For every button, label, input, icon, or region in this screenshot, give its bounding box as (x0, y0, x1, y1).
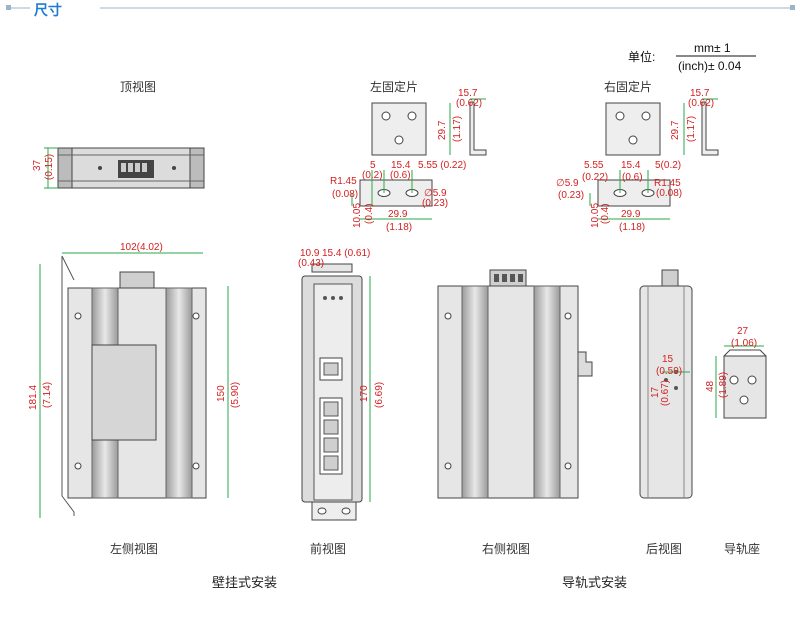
dim-text: ∅5.9 (556, 178, 579, 189)
dim-text: (0.43) (298, 258, 324, 269)
dim-text: 27 (737, 326, 749, 337)
dim-text: (5.90) (230, 382, 241, 408)
dim-text: (0.15) (44, 154, 55, 180)
view-label-right-bracket: 右固定片 (604, 80, 653, 94)
dim-text: 181.4 (28, 385, 39, 410)
mounting-rail-title: 导轨式安装 (562, 576, 628, 591)
dim-text: 37 (32, 159, 43, 171)
dim-text: (1.17) (452, 116, 463, 142)
dim-text: (1.89) (718, 372, 729, 398)
dim-text: (1.06) (731, 338, 757, 349)
dim-text: (1.18) (619, 222, 645, 233)
dim-text: 29.9 (621, 209, 641, 220)
section-header: 尺寸 (34, 3, 62, 19)
dim-text: 15.7 (690, 88, 710, 99)
left-bracket-drawing (351, 98, 487, 220)
dim-text: 15.7 (458, 88, 478, 99)
dim-text: R1.45 (654, 178, 681, 189)
top-view-drawing (44, 147, 205, 189)
view-label-rail-base: 导轨座 (724, 542, 761, 556)
dim-text: 5.55 (584, 160, 604, 171)
dim-text: 15 (662, 354, 674, 365)
view-label-right-side: 右侧视图 (482, 542, 531, 556)
dim-text: 15.4 (621, 160, 641, 171)
dim-text: 150 (216, 385, 227, 402)
dim-text: 29.9 (388, 209, 408, 220)
dim-text: 102(4.02) (120, 242, 163, 253)
dim-text: (6.69) (374, 382, 385, 408)
dim-text: 48 (705, 380, 716, 392)
view-label-front: 前视图 (310, 542, 347, 556)
unit-tolerance-mm: mm± 1 (694, 41, 731, 55)
view-label-rear: 后视图 (646, 542, 683, 556)
dim-text: (0.4) (364, 203, 375, 224)
view-label-left-bracket: 左固定片 (370, 80, 419, 94)
right-bracket-drawing (589, 98, 719, 220)
dim-text: (0.2) (362, 170, 383, 181)
view-label-top: 顶视图 (120, 80, 157, 94)
dim-text: (0.08) (656, 188, 682, 199)
dim-text: (7.14) (42, 382, 53, 408)
mounting-wall-title: 壁挂式安装 (212, 576, 278, 591)
dim-text: 5(0.2) (655, 160, 681, 171)
rail-base-drawing (715, 345, 767, 419)
dim-text: 15.4 (0.61) (322, 248, 370, 259)
dim-text: (1.18) (386, 222, 412, 233)
view-label-left-side: 左侧视图 (110, 542, 159, 556)
dim-text: (1.17) (686, 116, 697, 142)
front-view-drawing (301, 263, 371, 521)
unit-label: 单位: (628, 50, 656, 64)
dim-text: 5 (370, 160, 376, 171)
dim-text: 29.7 (437, 120, 448, 140)
dim-text: 17 (650, 386, 661, 398)
dim-text: (0.23) (558, 190, 584, 201)
rear-view-drawing (639, 269, 693, 499)
dim-text: (0.08) (332, 189, 358, 200)
dim-text: 10.9 (300, 248, 320, 259)
unit-tolerance-inch: (inch)± 0.04 (678, 59, 742, 73)
dim-text: (0.59) (656, 366, 682, 377)
dim-text: 5.55 (0.22) (418, 160, 466, 171)
dim-text: (0.22) (582, 172, 608, 183)
dim-text: (0.6) (390, 170, 411, 181)
dim-text: (0.62) (456, 98, 482, 109)
dim-text: ∅5.9 (424, 188, 447, 199)
dim-text: 15.4 (391, 160, 411, 171)
dim-text: (0.4) (600, 203, 611, 224)
dim-text: (0.62) (688, 98, 714, 109)
dim-text: 29.7 (670, 120, 681, 140)
right-side-view-drawing (437, 269, 593, 499)
left-side-view-drawing (39, 252, 229, 518)
dim-text: (0.6) (622, 172, 643, 183)
dim-text: R1.45 (330, 176, 357, 187)
dim-text: 10.05 (590, 203, 601, 228)
dim-text: 10.05 (352, 203, 363, 228)
dim-text: 170 (359, 385, 370, 402)
dim-text: (0.67) (660, 380, 671, 406)
dim-text: (0.23) (422, 198, 448, 209)
